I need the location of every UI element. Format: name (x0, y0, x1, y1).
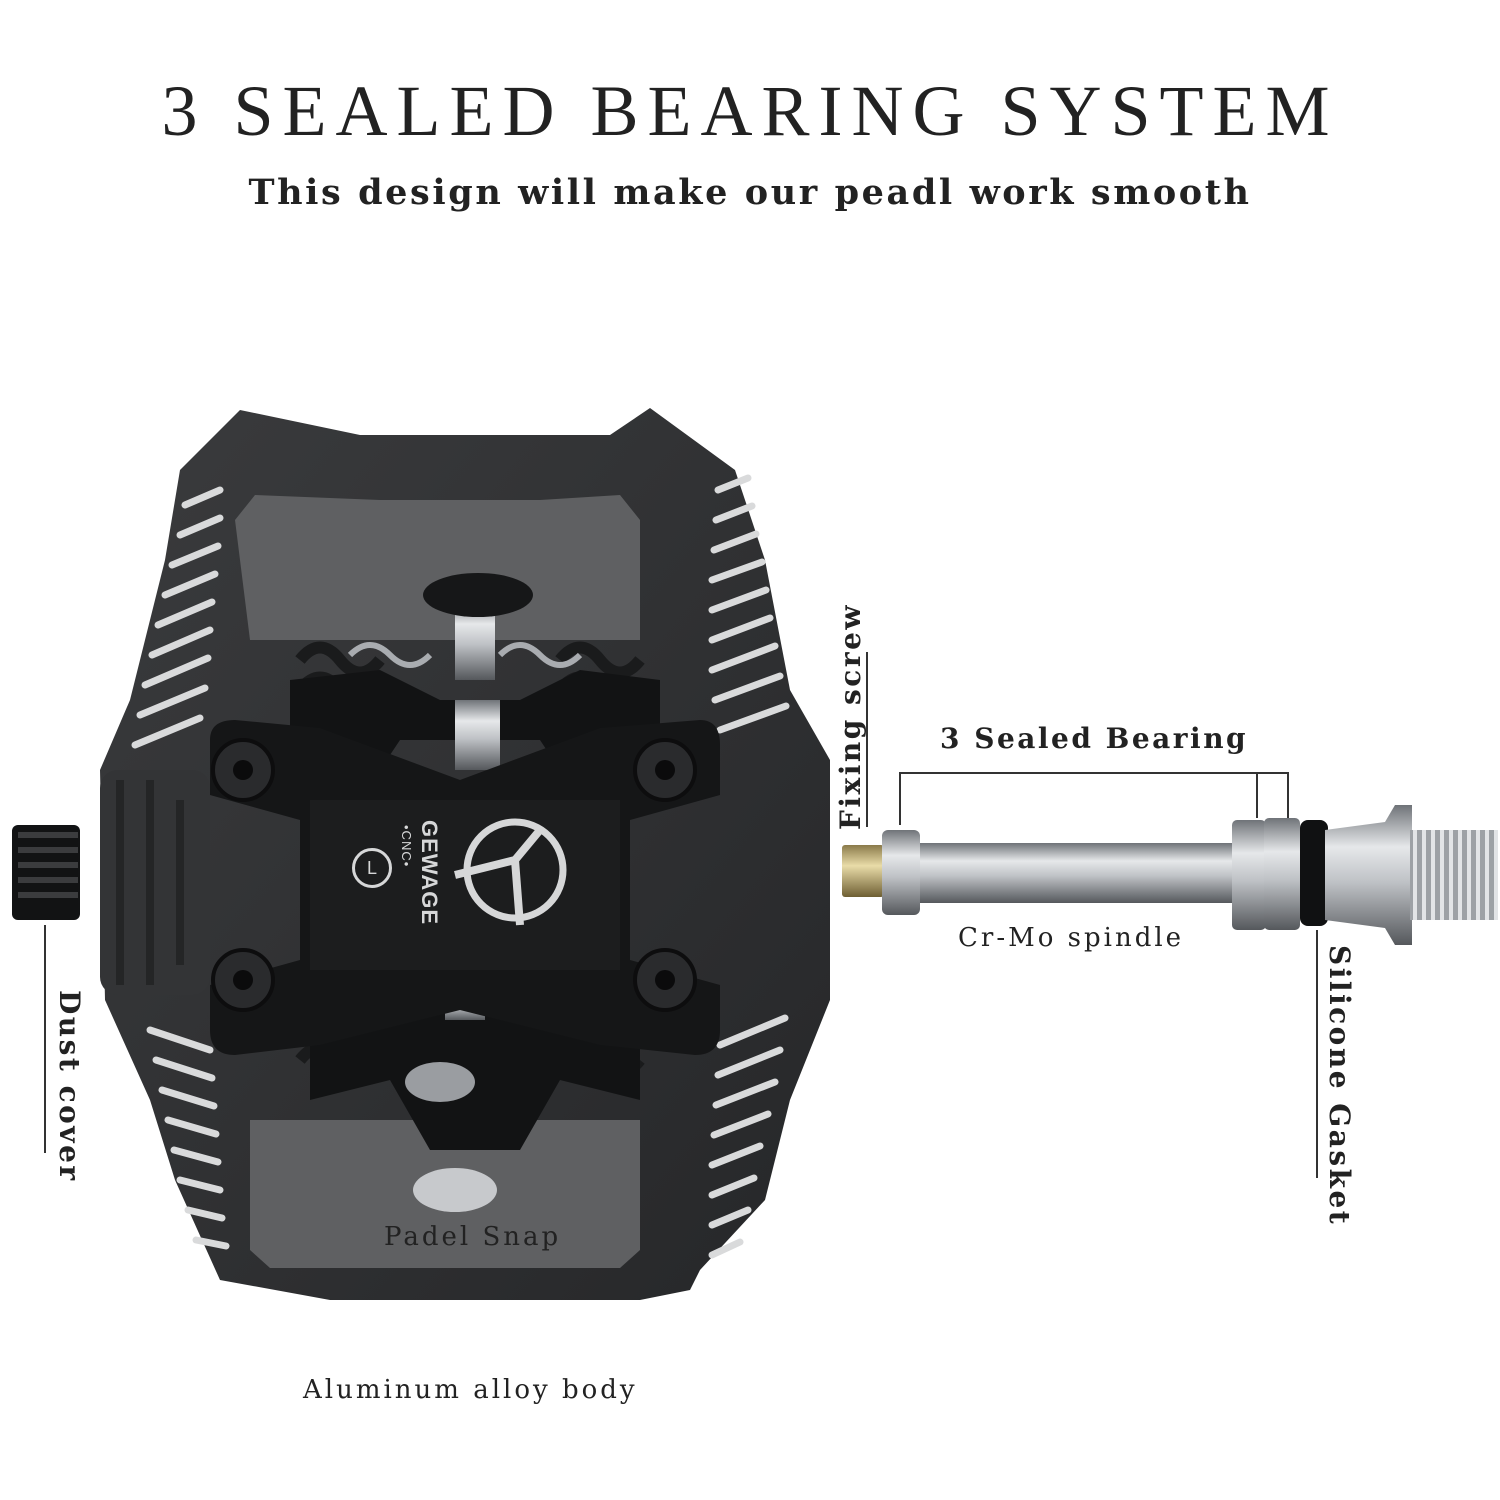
silicone-gasket-label: Silicone Gasket (1323, 945, 1356, 1227)
body-label: Aluminum alloy body (303, 1375, 638, 1405)
silicone-gasket-leader (1316, 930, 1318, 1178)
sealed-bearing-label: 3 Sealed Bearing (940, 722, 1249, 755)
center-plate (210, 720, 720, 1055)
bolt-stars (233, 760, 675, 990)
spindle-assembly (842, 805, 1498, 945)
page-title: 3 SEALED BEARING SYSTEM (161, 71, 1339, 151)
brand-logo-icon (454, 818, 567, 926)
bearing-bracket (899, 772, 1289, 825)
spindle-label: Cr-Mo spindle (958, 923, 1185, 953)
dust-cover-label: Dust cover (53, 990, 86, 1183)
page-subtitle: This design will make our peadl work smo… (248, 172, 1252, 213)
brand-subtext: •CNC• (399, 825, 414, 868)
fixing-screw-label: Fixing screw (834, 602, 867, 830)
tread-stripes (131, 474, 790, 1259)
side-mark-badge: L (352, 848, 392, 888)
padel-snap-label: Padel Snap (384, 1222, 562, 1252)
dust-cover (12, 825, 80, 920)
dust-cover-leader (44, 925, 46, 1153)
fixing-screw-leader (866, 652, 868, 827)
brand-text: GEWAGE (417, 820, 442, 926)
